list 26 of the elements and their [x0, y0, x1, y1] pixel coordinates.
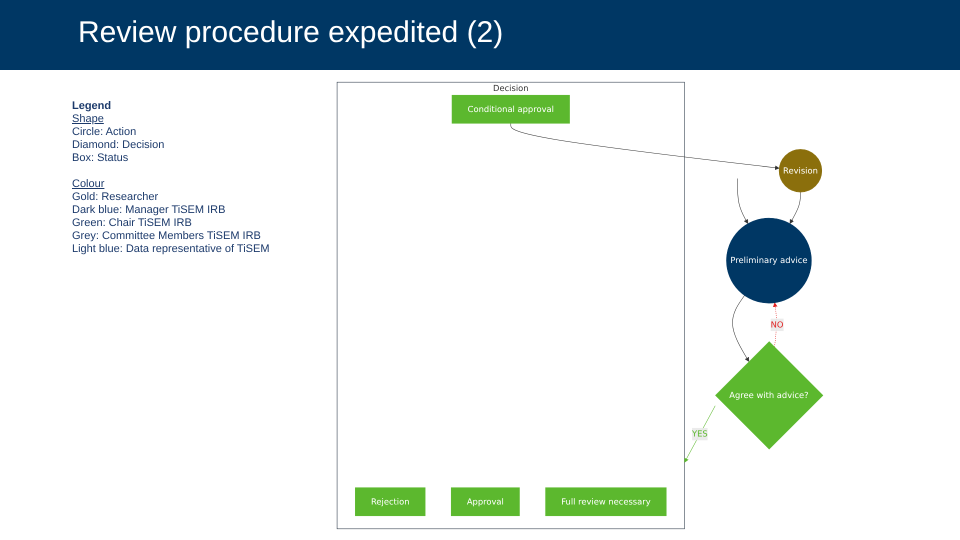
- arrow: [684, 405, 716, 463]
- arrow: [510, 123, 780, 170]
- legend-subheading: Shape: [72, 113, 105, 126]
- legend-text: Box: Status: [72, 152, 130, 165]
- legend-text: Diamond: Decision: [72, 139, 166, 152]
- node-box: Approval: [450, 487, 520, 516]
- legend-subheading: Colour: [72, 178, 106, 191]
- edge-label: NO: [770, 320, 784, 330]
- node-diamond: Agree with advice?: [715, 341, 824, 450]
- legend-text: Dark blue: Manager TiSEM IRB: [72, 204, 226, 217]
- legend-text: Green: Chair TiSEM IRB: [72, 217, 193, 230]
- node-box: Conditional approval: [452, 94, 570, 124]
- arrow: [790, 192, 801, 224]
- node-box: Full review necessary: [545, 487, 667, 516]
- arrow: [737, 178, 748, 224]
- legend-text: Grey: Committee Members TiSEM IRB: [72, 230, 262, 243]
- legend-text: Light blue: Data representative of TiSEM: [72, 243, 270, 256]
- edge-label: YES: [692, 428, 708, 439]
- node-circle: Revision: [778, 149, 822, 192]
- legend-heading: Legend: [72, 100, 112, 113]
- title: Review procedure expedited (2): [78, 16, 504, 50]
- node-box: Rejection: [355, 487, 426, 516]
- node-circle: Preliminary advice: [726, 218, 812, 304]
- legend-text: Gold: Researcher: [72, 191, 160, 204]
- legend-text: Circle: Action: [72, 126, 138, 139]
- arrow: [732, 295, 750, 362]
